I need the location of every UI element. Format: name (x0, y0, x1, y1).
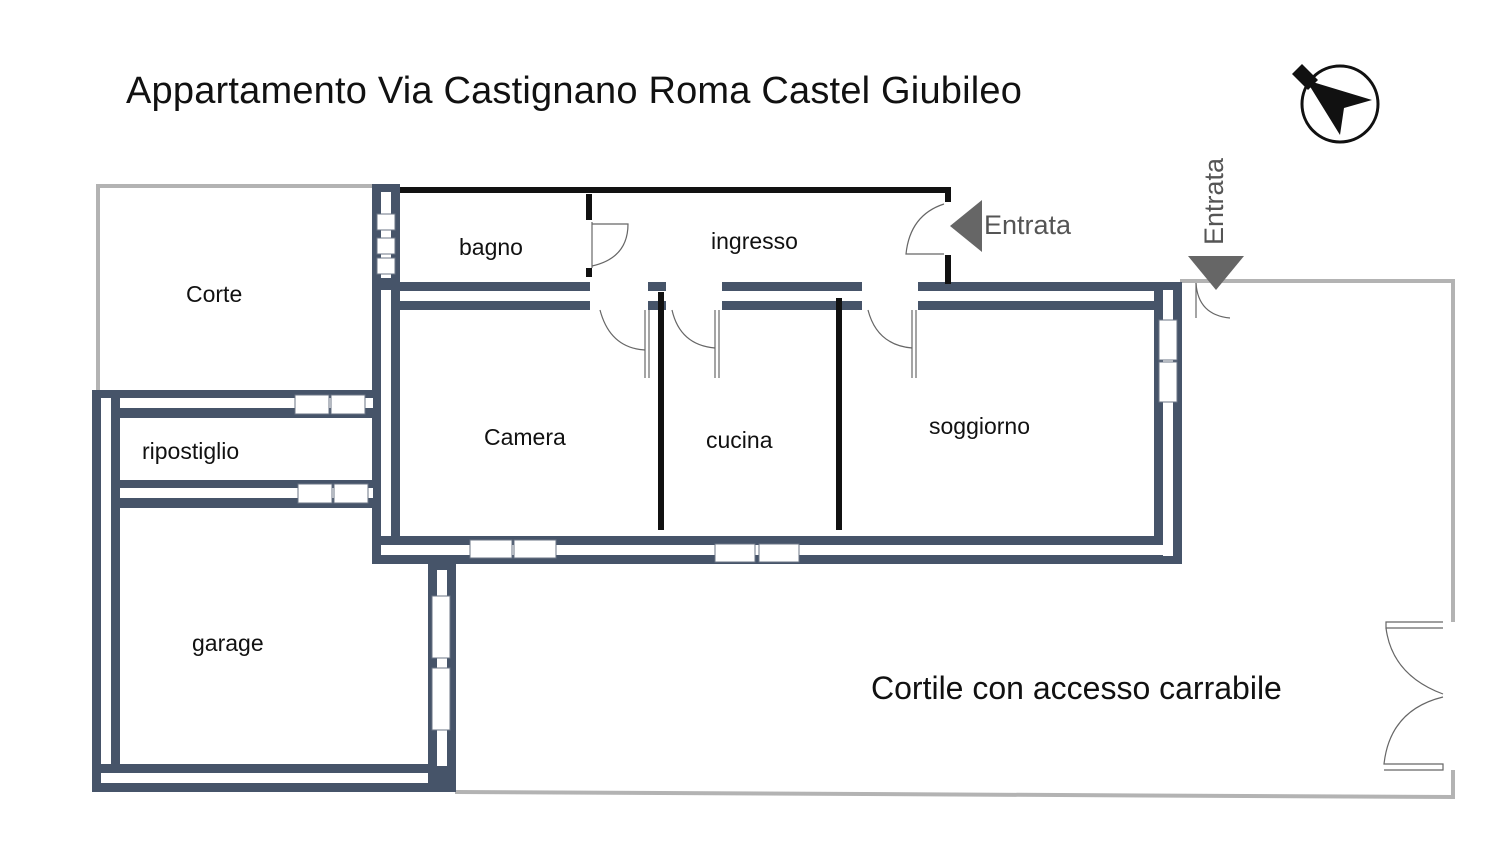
entrance-arrows (950, 200, 1244, 290)
room-label-cortile: Cortile con accesso carrabile (871, 670, 1282, 706)
front-entrance-label: Entrata (984, 210, 1072, 240)
side-entrance-label: Entrata (1199, 157, 1229, 245)
page-title: Appartamento Via Castignano Roma Castel … (126, 70, 1023, 112)
room-label-ripostiglio: ripostiglio (142, 438, 240, 464)
room-label-garage: garage (192, 630, 264, 656)
property-boundary (96, 184, 1455, 800)
room-label-cucina: cucina (706, 427, 773, 453)
windows (294, 213, 1178, 731)
room-label-camera: Camera (484, 424, 566, 450)
room-label-corte: Corte (186, 281, 243, 307)
front-entrance-arrow-icon (950, 200, 982, 252)
north-arrow-icon (1292, 64, 1380, 144)
room-label-soggiorno: soggiorno (929, 413, 1031, 439)
room-label-ingresso: ingresso (711, 228, 798, 254)
side-entrance-arrow-icon (1188, 256, 1244, 290)
entry-walls (400, 187, 951, 530)
doors (590, 203, 1444, 771)
room-label-bagno: bagno (459, 234, 523, 260)
